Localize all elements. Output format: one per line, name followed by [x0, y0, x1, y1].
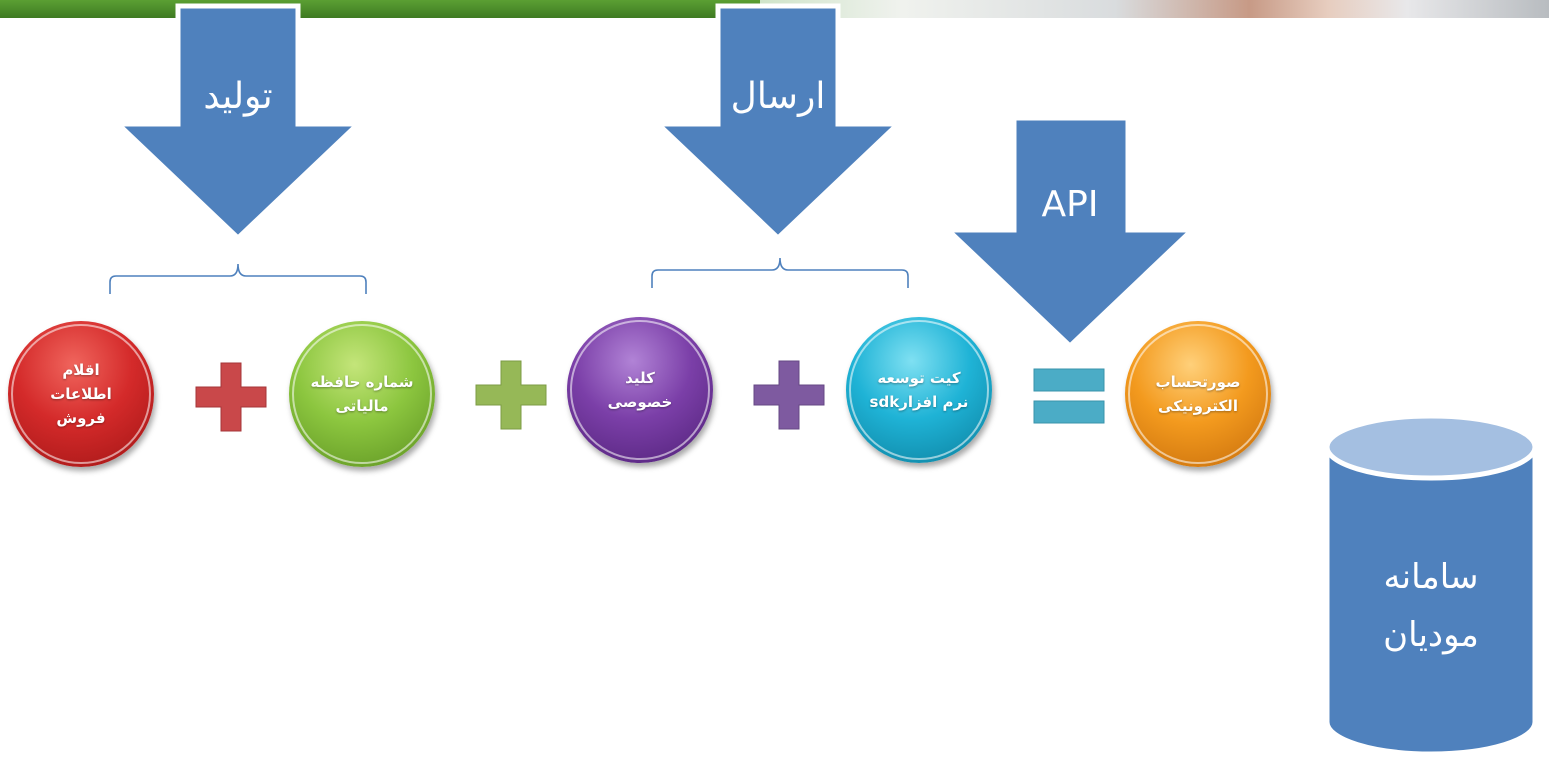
- header-photo-band: [760, 0, 1549, 18]
- brace-middle: [650, 254, 912, 294]
- circle-tax-memory-id-line1: شماره حافظه: [310, 373, 414, 391]
- database-cylinder: [1318, 412, 1544, 758]
- database-label-line1: سامانه: [1383, 557, 1479, 597]
- circle-private-key-line1: کلید: [625, 369, 655, 387]
- circle-tax-memory-id: شماره حافظه مالیاتی: [289, 321, 435, 467]
- circle-sales-items-line3: فروش: [56, 409, 106, 427]
- circle-sales-items-line2: اطلاعات: [50, 385, 112, 403]
- arrow-ersal: [648, 3, 908, 242]
- circle-sales-items-line1: اقلام: [62, 361, 100, 379]
- arrow-tolid: [108, 3, 368, 242]
- brace-left: [108, 260, 370, 300]
- arrow-label-tolid: تولید: [203, 76, 273, 117]
- plus-icon-purple: [752, 359, 826, 435]
- circle-tax-memory-id-line2: مالیاتی: [335, 397, 389, 415]
- equals-icon: [1032, 367, 1106, 431]
- circle-e-invoice-line1: صورتحساب: [1155, 373, 1241, 391]
- circle-sdk: کیت توسعه نرم افزارsdk: [846, 317, 992, 463]
- circle-sdk-line1: کیت توسعه: [877, 369, 961, 387]
- circle-e-invoice-line2: الکترونیکی: [1158, 397, 1238, 415]
- arrow-label-api: API: [1041, 184, 1099, 225]
- database-label-line2: مودیان: [1383, 615, 1479, 655]
- plus-icon-red: [194, 361, 268, 437]
- arrow-label-ersal: ارسال: [730, 76, 826, 117]
- arrow-api: [940, 115, 1200, 350]
- circle-sdk-line2: نرم افزارsdk: [869, 393, 969, 411]
- circle-private-key-line2: خصوصی: [607, 393, 673, 411]
- circle-private-key: کلید خصوصی: [567, 317, 713, 463]
- circle-e-invoice: صورتحساب الکترونیکی: [1125, 321, 1271, 467]
- circle-sales-items: اقلام اطلاعات فروش: [8, 321, 154, 467]
- plus-icon-green: [474, 359, 548, 435]
- database-label: سامانه مودیان: [1318, 548, 1544, 664]
